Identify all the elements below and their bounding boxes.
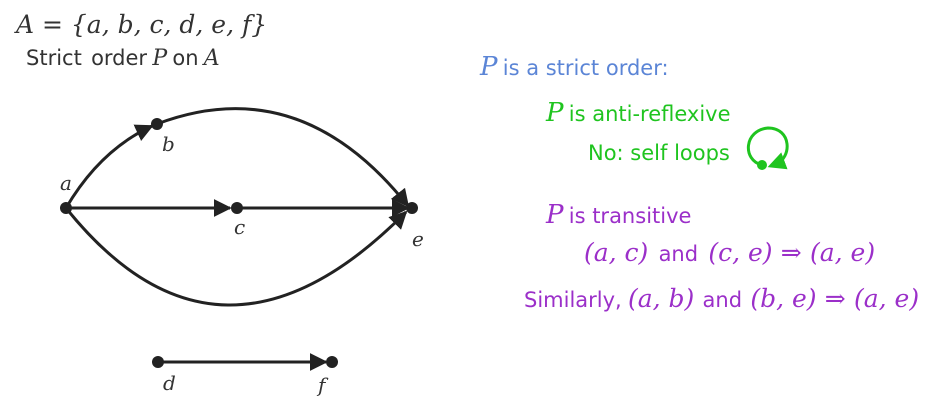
node-b [151, 118, 163, 130]
note-strict-text: is a strict order: [502, 56, 669, 80]
node-label-f: f [316, 373, 329, 397]
strict-order-caption: Strict order P on A [26, 46, 220, 71]
A-symbol: A [203, 46, 220, 71]
node-label-e: e [412, 227, 424, 251]
node-label-d: d [163, 371, 176, 395]
pair-a-e-1: (a, e) [809, 238, 876, 267]
node-label-b: b [162, 132, 175, 156]
note-anti-reflexive: P is anti-reflexive [546, 98, 731, 128]
set-definition: A = {a, b, c, d, e, f} [16, 10, 268, 39]
P-symbol: P [152, 46, 168, 71]
on-word: on [172, 46, 199, 70]
implies-arrow-1: ⇒ [780, 238, 802, 267]
implies-arrow-2: ⇒ [824, 284, 846, 313]
strict-word: Strict [26, 46, 82, 70]
similarly-word: Similarly, [524, 288, 622, 312]
node-label-c: c [234, 215, 245, 239]
pair-b-e: (b, e) [750, 284, 817, 313]
and-word-2: and [702, 288, 743, 312]
transitive-text: is transitive [568, 204, 692, 228]
anti-reflexive-P-symbol: P [546, 98, 564, 128]
note-transitive: P is transitive [546, 200, 691, 230]
node-d [152, 356, 164, 368]
node-a [60, 202, 72, 214]
transitive-line-2: Similarly, (a, b) and (b, e) ⇒ (a, e) [524, 284, 919, 314]
transitive-line-1: (a, c) and (c, e) ⇒ (a, e) [584, 238, 875, 268]
anti-reflexive-text: is anti-reflexive [568, 102, 731, 126]
node-f [326, 356, 338, 368]
self-loop-icon [746, 126, 789, 170]
pair-c-e: (c, e) [708, 238, 773, 267]
pair-a-b: (a, b) [627, 284, 695, 313]
note-strict-order: P is a strict order: [480, 52, 669, 82]
edge-a-b [64, 124, 154, 209]
pair-a-c: (a, c) [584, 238, 649, 267]
node-e [406, 202, 418, 214]
note-P-symbol: P [480, 52, 498, 82]
and-word-1: and [658, 242, 699, 266]
edge-b-e [156, 107, 410, 208]
order-word: order [91, 46, 148, 70]
edge-a-e [64, 207, 408, 307]
transitive-P-symbol: P [546, 200, 564, 230]
note-no-self-loops: No: self loops [588, 141, 730, 165]
pair-a-e-2: (a, e) [853, 284, 920, 313]
node-label-a: a [60, 171, 72, 195]
node-c [231, 202, 243, 214]
